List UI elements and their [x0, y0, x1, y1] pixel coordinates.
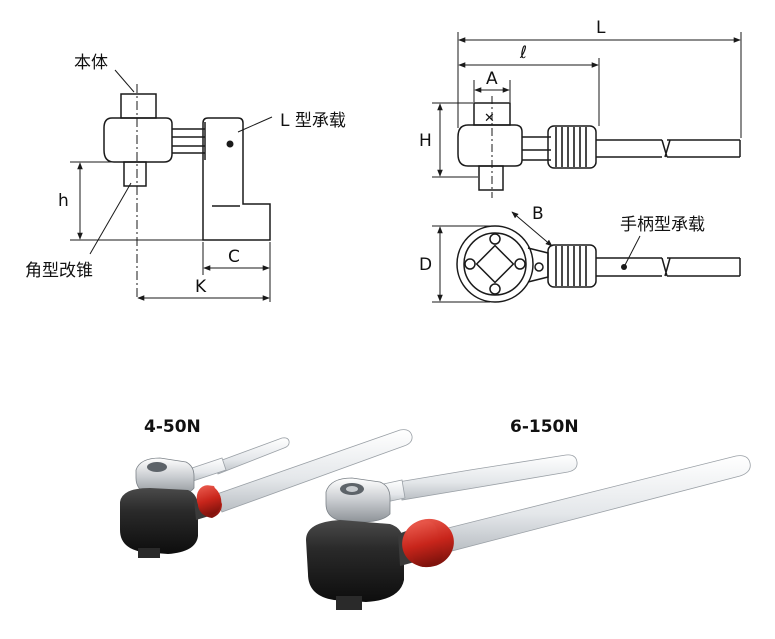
model-large-label: 6-150N — [510, 417, 579, 437]
wrench-small — [120, 429, 413, 558]
dim-c-label: C — [228, 247, 240, 267]
dim-k-label: K — [195, 277, 207, 297]
label-square-drive: 角型改锥 — [25, 261, 93, 281]
top-square — [120, 93, 157, 119]
dim-A-label: A — [486, 69, 498, 89]
label-l-support: L 型承载 — [280, 111, 346, 131]
dim-h-label: h — [58, 191, 69, 211]
model-small-label: 4-50N — [144, 417, 201, 437]
wrench-large — [306, 454, 751, 610]
dim-H-label: H — [419, 131, 432, 151]
body-outline — [103, 117, 173, 163]
l-support-drawing — [103, 93, 271, 241]
dim-c — [202, 242, 271, 302]
dim-h — [70, 161, 203, 241]
dim-B-label: B — [532, 204, 544, 224]
dim-l-label: ℓ — [519, 43, 527, 63]
svg-text:✕: ✕ — [484, 111, 495, 126]
label-body: 本体 — [74, 53, 108, 73]
dim-D-label: D — [419, 255, 432, 275]
grip-knurl-side — [555, 127, 587, 167]
dim-L-label: L — [596, 18, 606, 38]
bottom-square — [123, 161, 147, 187]
l-support-pivot — [226, 140, 234, 148]
handle-top-view — [456, 225, 741, 303]
label-handle-support: 手柄型承载 — [620, 215, 705, 235]
grip-knurl-top — [555, 246, 587, 286]
handle-side-view — [457, 102, 741, 191]
l-bracket — [202, 117, 271, 241]
